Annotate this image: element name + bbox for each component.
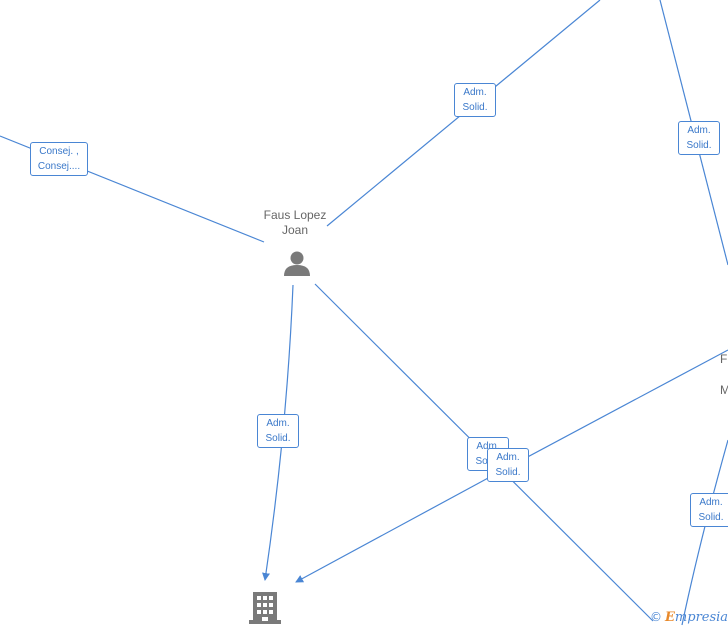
- partial-person-label-line1: F: [720, 352, 728, 366]
- edge-label-consej[interactable]: Consej. , Consej....: [30, 142, 88, 176]
- edge-from-right: [489, 349, 728, 478]
- copyright-icon: ©: [650, 610, 662, 624]
- edge-label-adm-right-top[interactable]: Adm. Solid.: [678, 121, 720, 155]
- building-icon[interactable]: [249, 592, 281, 624]
- partial-person-label-line2: M: [720, 383, 728, 397]
- person-name-label: Faus Lopez Joan: [263, 208, 327, 237]
- edge-adm-right-bottom: [681, 439, 728, 626]
- edge-cross-to-company: [295, 476, 491, 583]
- edge-label-adm-top[interactable]: Adm. Solid.: [454, 83, 496, 117]
- edge-label-adm-left-down[interactable]: Adm. Solid.: [257, 414, 299, 448]
- empresia-logo: ©Empresia: [650, 610, 728, 625]
- edge-label-adm-right-bottom[interactable]: Adm. Solid.: [690, 493, 728, 527]
- person-icon[interactable]: [284, 251, 310, 277]
- edge-label-adm-cross-b[interactable]: Adm. Solid.: [487, 448, 529, 482]
